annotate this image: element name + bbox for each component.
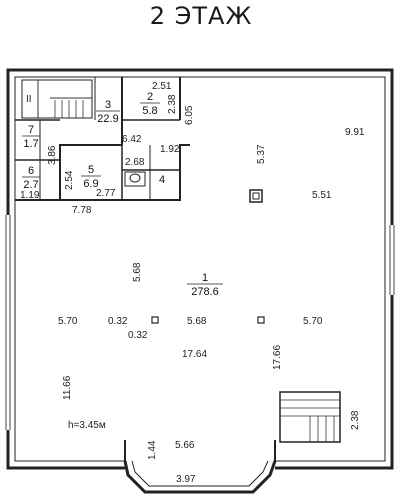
svg-text:2.7: 2.7: [23, 179, 38, 191]
svg-text:278.6: 278.6: [191, 286, 219, 298]
dimension-label: 3.86: [47, 145, 58, 165]
dimension-label: 2.54: [64, 170, 75, 190]
dimension-label: 2.77: [96, 188, 116, 199]
dimension-label: 17.66: [272, 345, 283, 370]
dimension-label: 1.92: [160, 144, 180, 155]
dimension-label: 5.70: [303, 316, 323, 327]
dimension-label: 5.51: [312, 190, 332, 201]
dimension-label: 5.70: [58, 316, 78, 327]
svg-text:3: 3: [105, 99, 111, 111]
ceiling-height: h=3.45м: [68, 420, 106, 431]
dimension-label: 5.68: [187, 316, 207, 327]
dimension-label: 5.37: [256, 144, 267, 164]
dimension-label: 5.68: [132, 262, 143, 282]
svg-text:7: 7: [28, 124, 34, 136]
bay-window: [123, 440, 277, 494]
dimension-label: 5.66: [175, 440, 195, 451]
dimension-label: 7.78: [72, 205, 92, 216]
svg-text:22.9: 22.9: [97, 113, 118, 125]
room-label-7: 7 1.7: [22, 124, 40, 150]
dimension-label: 2.51: [152, 81, 172, 92]
svg-text:4: 4: [159, 174, 165, 186]
dimension-label: 6.42: [122, 134, 142, 145]
dimension-label: 0.32: [108, 316, 128, 327]
dimension-label: 1.19: [20, 190, 40, 201]
svg-text:6.9: 6.9: [83, 178, 98, 190]
dimension-label: 2.38: [167, 94, 178, 114]
svg-text:2: 2: [147, 91, 153, 103]
svg-text:5: 5: [88, 164, 94, 176]
room-label-3: 3 22.9: [96, 99, 120, 125]
dimension-label: 1.44: [147, 440, 158, 460]
room-label-6: 6 2.7: [22, 165, 40, 191]
dimension-label: 17.64: [182, 349, 207, 360]
floor-title: 2 ЭТАЖ: [149, 2, 253, 30]
room-label-5: 5 6.9: [81, 164, 101, 190]
dimension-label: 11.66: [62, 375, 73, 400]
svg-text:5.8: 5.8: [142, 105, 157, 117]
room-label-1: 1 278.6: [187, 272, 223, 298]
svg-text:6: 6: [28, 165, 34, 177]
svg-text:1.7: 1.7: [23, 138, 38, 150]
dimension-label: 3.97: [176, 474, 196, 485]
inner-walls: [15, 77, 341, 443]
stair-mark: II: [26, 94, 32, 105]
svg-text:1: 1: [202, 272, 208, 284]
room-label-4: 4: [159, 174, 165, 186]
room-label-2: 2 5.8: [140, 91, 160, 117]
dimension-label: 9.91: [345, 127, 365, 138]
dimension-label: 6.05: [184, 105, 195, 125]
dimension-label: 2.38: [350, 410, 361, 430]
dimension-label: 0.32: [128, 330, 148, 341]
dimension-label: 2.68: [125, 157, 145, 168]
